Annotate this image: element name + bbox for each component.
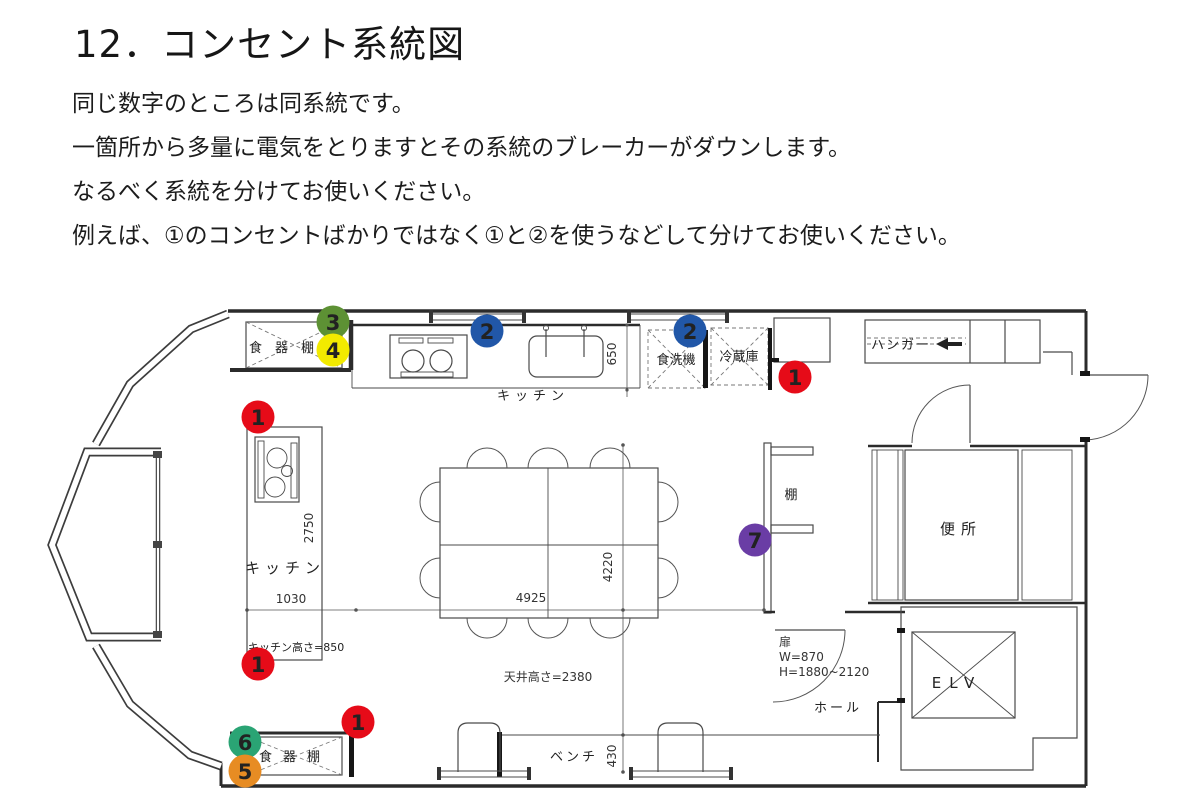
hanger-closet: ハンガー [864, 319, 1041, 364]
slide-header: 12．コンセント系統図 同じ数字のところは同系統です。 一箇所から多量に電気をと… [72, 10, 1182, 258]
circuit-badge-5: 5 [228, 754, 262, 788]
chair-arc [589, 617, 631, 639]
chair-arc [466, 447, 508, 469]
window-mullion [153, 631, 162, 638]
dining-table [439, 467, 659, 619]
svg-text:1: 1 [251, 406, 266, 430]
circuit-badge-1: 1 [241, 400, 275, 434]
door-width-note: W=870 [779, 650, 824, 664]
toilet-door-arc [911, 384, 971, 444]
dining-chairs [419, 447, 679, 639]
counter-height-note: キッチン高さ=850 [248, 640, 344, 654]
svg-text:5: 5 [238, 760, 253, 784]
circuit-badge-1: 1 [341, 705, 375, 739]
dim-room-depth: 4220 [601, 552, 615, 583]
chair-arc [419, 481, 441, 523]
dishwasher-label: 食洗機 [656, 352, 695, 368]
bay-window [47, 309, 230, 771]
shelf-unit: 棚 [763, 442, 814, 614]
chair-arc [657, 481, 679, 523]
corner-room [770, 317, 831, 363]
toilet-block: 便所 [868, 384, 1086, 605]
outer-walls [219, 309, 1088, 788]
circuit-badge-3: 3 [316, 305, 350, 339]
door-height-note: H=1880~2120 [779, 665, 869, 679]
circuit-badges: 3 4 2 2 1 1 1 [228, 305, 812, 788]
svg-text:2: 2 [683, 320, 698, 344]
kitchen-island: キッチン 2750 キッチン高さ=850 [245, 426, 344, 661]
bench-chair [657, 722, 704, 772]
entrance-door [1080, 371, 1149, 442]
dim-island-width: 1030 [276, 592, 307, 606]
chair-arc [527, 617, 569, 639]
dim-counter-depth: 650 [605, 343, 619, 366]
intro-line-3: なるべく系統を分けてお使いください。 [72, 179, 486, 205]
hall-area: 扉 W=870 H=1880~2120 ホール [764, 610, 905, 762]
svg-text:6: 6 [238, 731, 253, 755]
door-label: 扉 [779, 635, 791, 649]
kitchen-top-label: キッチン [497, 389, 569, 404]
dim-bench-depth: 430 [605, 745, 619, 768]
hanger-label: ハンガー [871, 338, 931, 353]
svg-text:7: 7 [748, 529, 763, 553]
page-title: 12．コンセント系統図 [74, 23, 466, 66]
stove-top [389, 334, 468, 379]
sink [528, 324, 604, 378]
chair-arc [589, 447, 631, 469]
window-mullion [153, 451, 162, 458]
refrigerator-box: 冷蔵庫 [710, 327, 769, 386]
window-rail [437, 767, 531, 780]
cupboard-top-label: 食器棚 [249, 340, 327, 356]
svg-text:4: 4 [326, 339, 341, 363]
kitchen-island-label: キッチン [245, 559, 325, 577]
hall-door-arc [772, 629, 846, 703]
refrigerator-label: 冷蔵庫 [719, 350, 758, 365]
elevator-box [911, 631, 1016, 719]
window-mullion [153, 541, 162, 548]
elevator-label: ELV [932, 674, 982, 692]
chair-arc [419, 557, 441, 599]
closet-strip-left [871, 449, 904, 601]
svg-text:1: 1 [251, 653, 266, 677]
bench-label: ベンチ [550, 750, 598, 765]
dim-table-width: 4925 [516, 591, 547, 605]
circuit-badge-2: 2 [673, 314, 707, 348]
toilet-label: 便所 [940, 520, 982, 538]
elevator-block: ELV [897, 606, 1078, 771]
cupboard-bottom-label: 食器棚 [259, 749, 331, 765]
svg-text:1: 1 [788, 366, 803, 390]
bench-area: 食器棚 ベンチ [230, 722, 880, 780]
intro-line-2: 一箇所から多量に電気をとりますとその系統のブレーカーがダウンします。 [72, 135, 852, 161]
svg-text:3: 3 [326, 311, 341, 335]
circuit-badge-6: 6 [228, 725, 262, 759]
intro-line-4: 例えば、①のコンセントばかりではなく①と②を使うなどして分けてお使いください。 [72, 223, 961, 249]
bench-chair [457, 722, 501, 772]
hall-label: ホール [814, 701, 862, 716]
intro-line-1: 同じ数字のところは同系統です。 [72, 91, 415, 117]
toilet-room [904, 449, 1019, 601]
circuit-badge-7: 7 [738, 523, 772, 557]
circuit-badge-2: 2 [470, 314, 504, 348]
left-arrow-icon [936, 338, 962, 350]
svg-text:1: 1 [351, 711, 366, 735]
chair-arc [527, 447, 569, 469]
chair-arc [466, 617, 508, 639]
circuit-badge-4: 4 [316, 333, 350, 367]
dim-island-length: 2750 [302, 513, 316, 544]
closet-strip-right [1021, 449, 1073, 601]
window-rail [629, 767, 733, 780]
island-stove [254, 436, 300, 503]
svg-text:2: 2 [480, 320, 495, 344]
chair-arc [657, 557, 679, 599]
dimension-lines: 1030 4925 4220 430 [245, 443, 766, 774]
ceiling-height-note: 天井高さ=2380 [504, 669, 593, 684]
circuit-badge-1: 1 [778, 360, 812, 394]
circuit-badge-1: 1 [241, 647, 275, 681]
shelf-label: 棚 [784, 488, 797, 503]
